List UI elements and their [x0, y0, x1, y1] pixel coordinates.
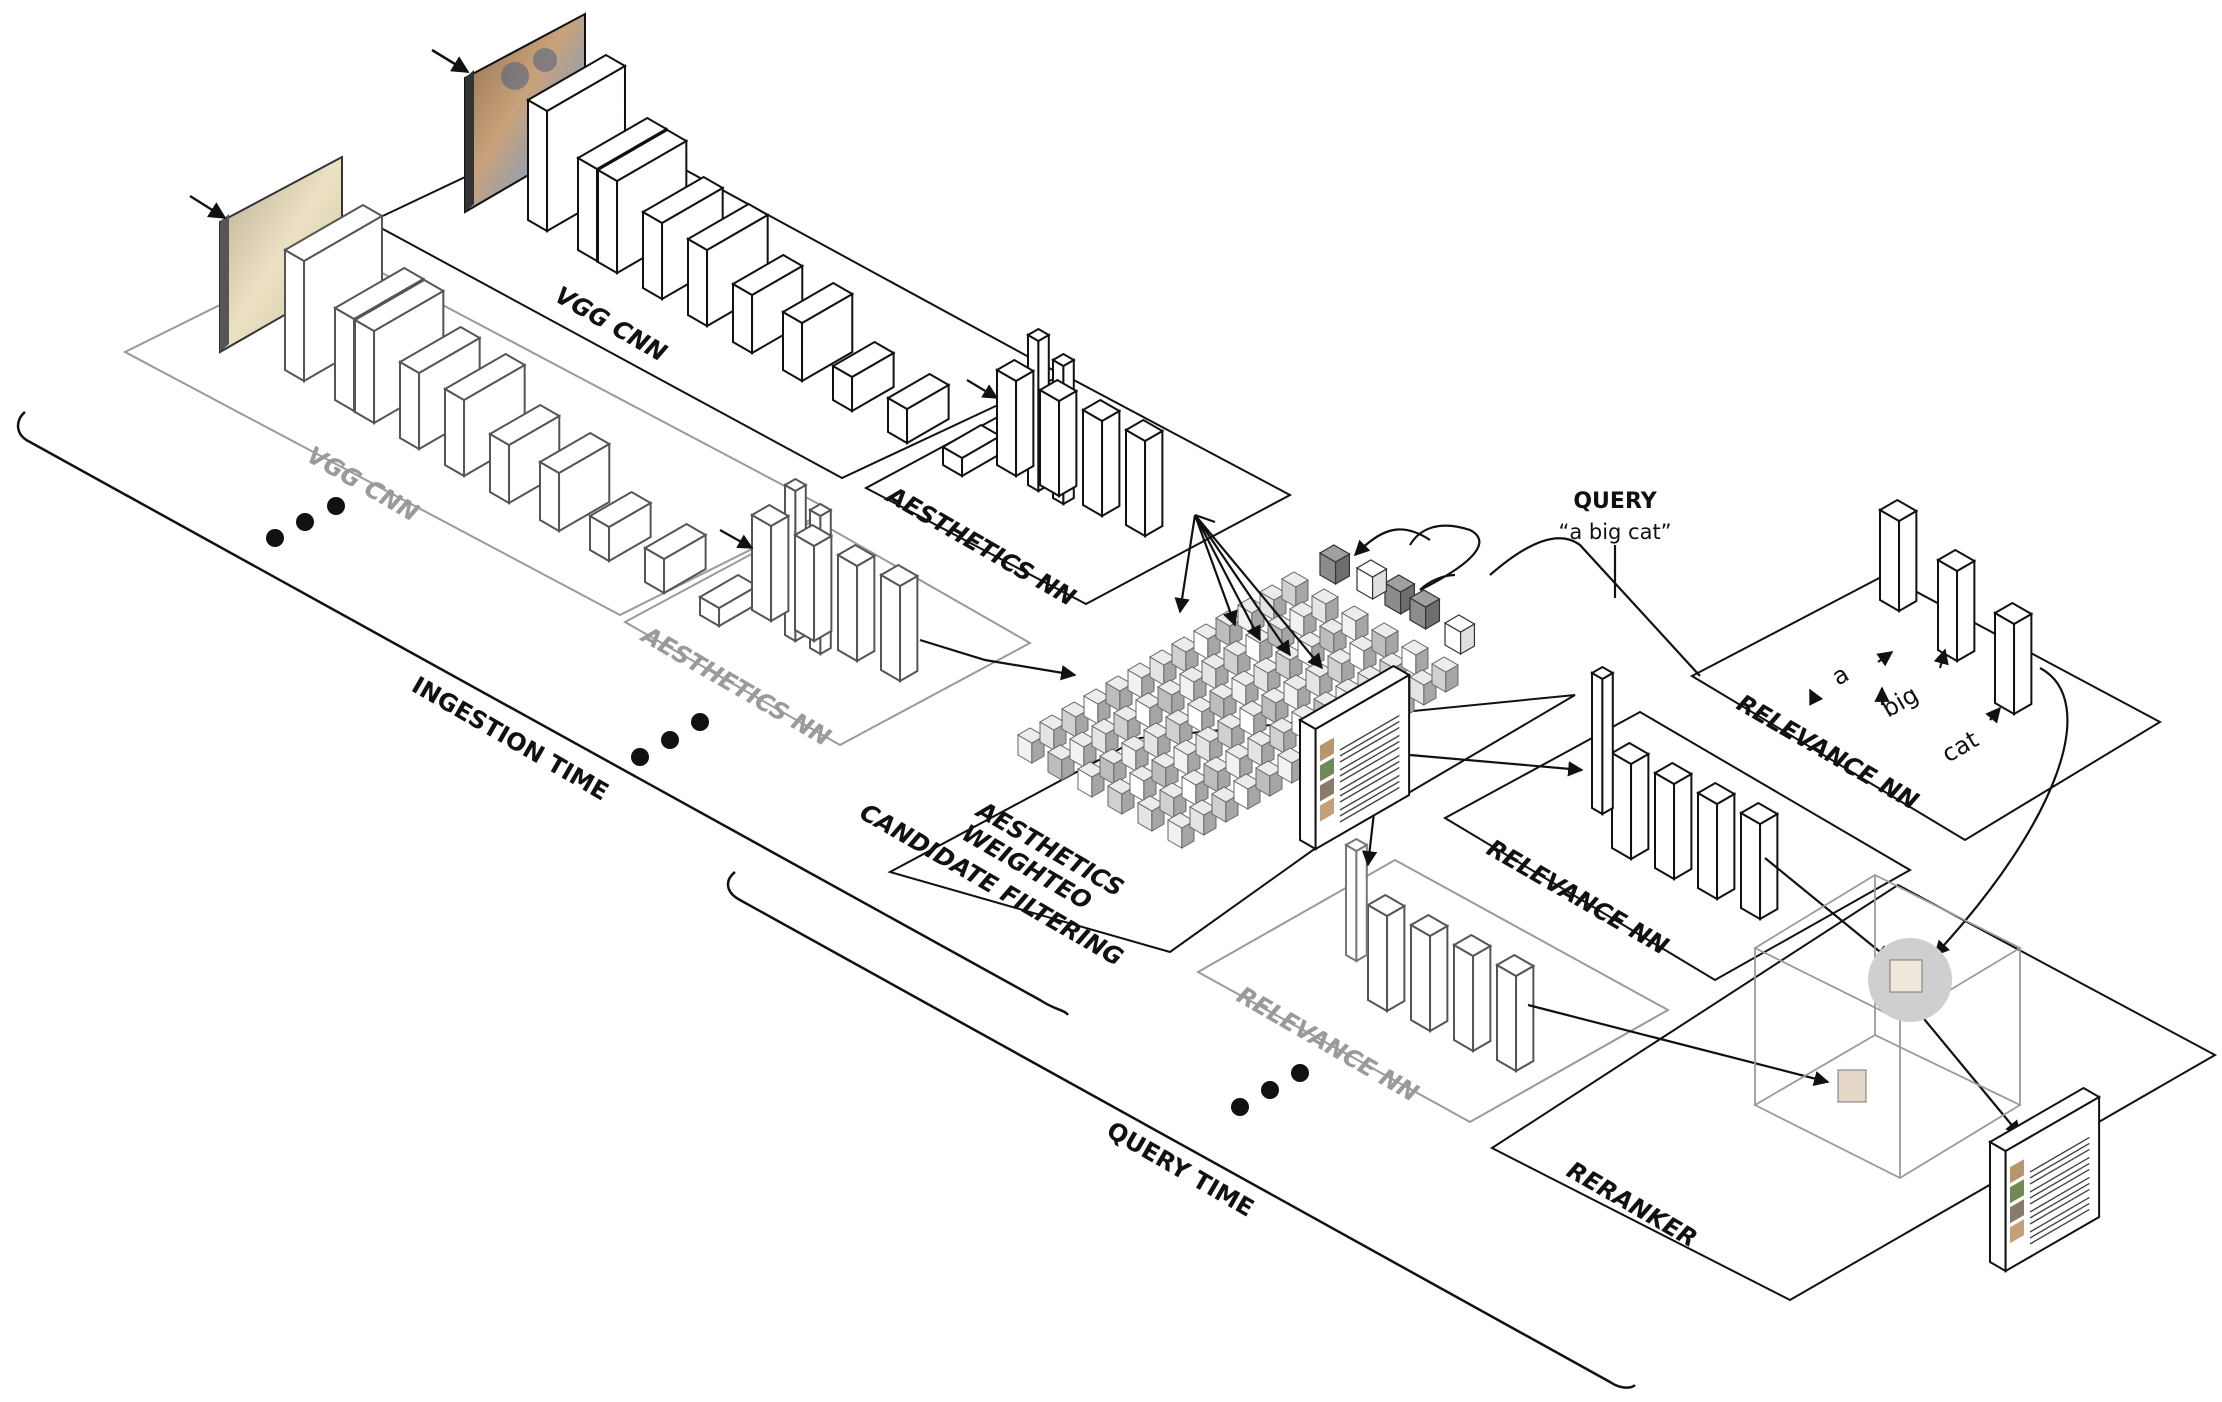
relevance-nn-mid-col-2 [1698, 783, 1734, 899]
cube-2-12 [1342, 606, 1368, 641]
relevance-nn-mid-col-1 [1655, 763, 1691, 879]
cube-0-12 [1282, 572, 1308, 607]
relevance-nn-back-col-1 [1411, 915, 1447, 1031]
relevance-nn-mid-col-0 [1612, 743, 1648, 859]
aesthetics-nn-top-col-2 [1083, 400, 1119, 516]
aesthetics-nn-top-col-0 [997, 360, 1033, 476]
highlight-cube-2 [1410, 590, 1439, 629]
relevance-nn-back-col-0 [1368, 895, 1404, 1011]
token-a: a [1827, 660, 1854, 692]
relevance-nn-query-col-2 [1995, 603, 2031, 714]
highlight-cube-0 [1320, 545, 1349, 584]
label-ingestion-time: INGESTION TIME [407, 671, 613, 806]
cube-5-12 [1432, 657, 1458, 692]
highlight-cube-white-1 [1445, 615, 1474, 654]
label-reranker: RERANKER [1562, 1156, 1702, 1253]
vgg-cnn-top-layers [528, 55, 1074, 504]
cube-4-12 [1402, 640, 1428, 675]
cube-1-12 [1312, 589, 1338, 624]
cube-3-12 [1372, 623, 1398, 658]
relevance-nn-mid-col-3 [1741, 803, 1777, 919]
aesthetics-nn-back-col-2 [838, 545, 874, 661]
final-ranked-documents [1990, 1088, 2099, 1271]
aesthetics-nn-top-col-3 [1126, 420, 1162, 536]
token-cat: cat [1937, 725, 1983, 768]
label-query-text: “a big cat” [1558, 520, 1671, 544]
highlight-cube-white-0 [1357, 560, 1386, 599]
label-query-time: QUERY TIME [1102, 1116, 1259, 1223]
token-big: big [1877, 680, 1923, 723]
aesthetics-nn-back-col-1 [795, 525, 831, 641]
label-aesthetics-nn-back: AESTHETICS NN [635, 620, 835, 752]
relevance-nn-query-col-0 [1880, 500, 1916, 611]
reranker-cube [1755, 875, 2020, 1178]
relevance-nn-back-input [1346, 839, 1367, 961]
relevance-nn-query-col-1 [1938, 550, 1974, 661]
cnn-layer-block-9 [943, 425, 1000, 476]
label-relevance-nn-mid: RELEVANCE NN [1482, 834, 1673, 961]
relevance-nn-back-col-2 [1454, 935, 1490, 1051]
aesthetics-nn-back-col-3 [881, 565, 917, 681]
label-query-title: QUERY [1573, 489, 1657, 514]
aesthetics-nn-top-col-1 [1040, 380, 1076, 496]
relevance-nn-back-col-3 [1497, 955, 1533, 1071]
cnn-layer-block-9 [700, 575, 757, 626]
label-vgg-cnn-back: VGG CNN [302, 441, 423, 527]
relevance-nn-mid-input [1592, 667, 1613, 814]
aesthetics-nn-back-col-0 [752, 505, 788, 621]
